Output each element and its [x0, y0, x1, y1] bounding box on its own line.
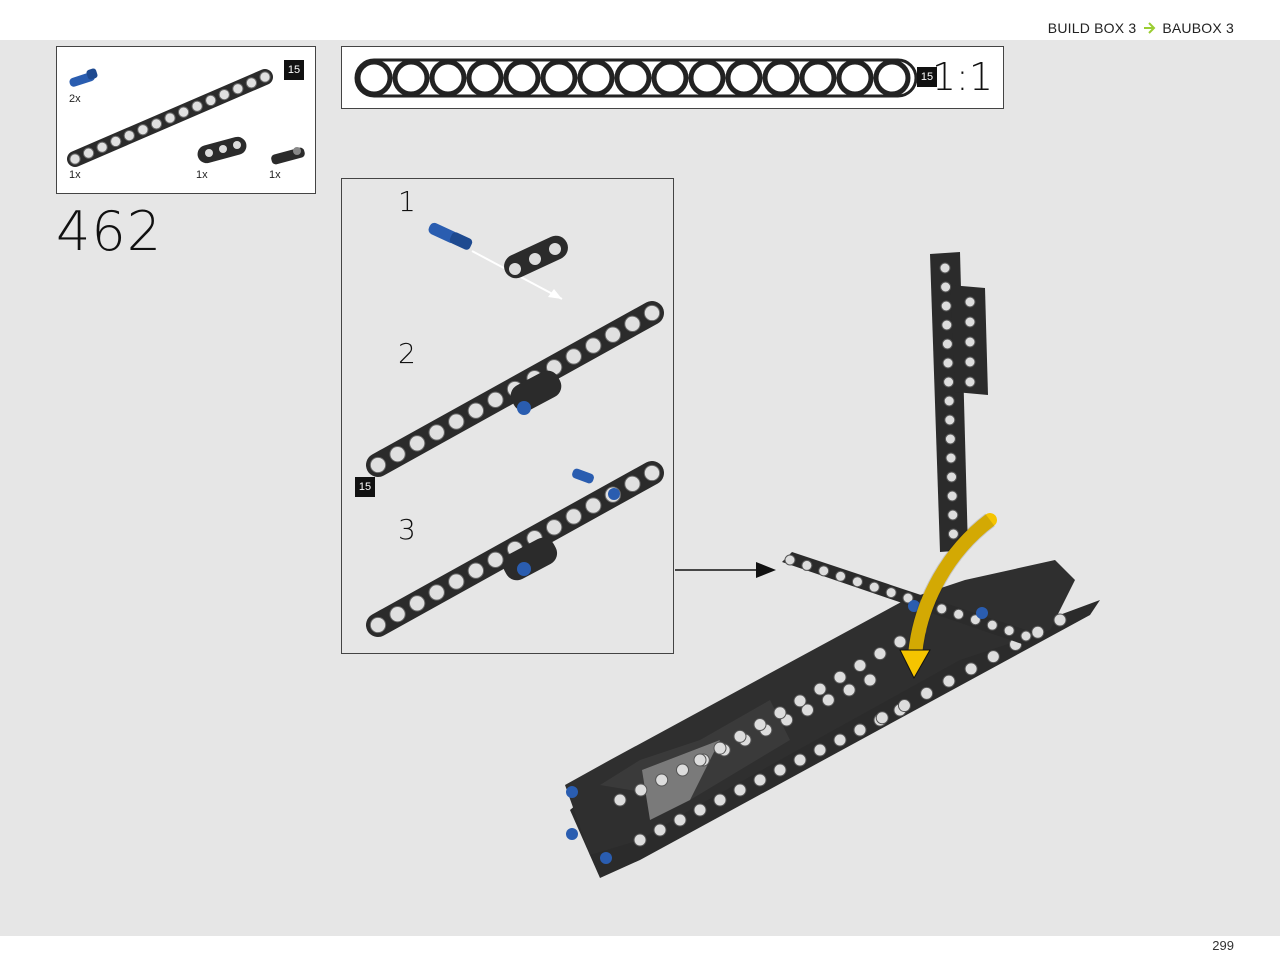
breadcrumb-build-box: BUILD BOX 3 — [1047, 20, 1137, 36]
ruler-hole — [429, 59, 467, 97]
chassis-assembly — [565, 560, 1100, 878]
length-badge: 15 — [284, 60, 304, 80]
main-illustration — [565, 252, 1100, 878]
upright-beam — [930, 252, 988, 552]
chevron-right-icon — [1144, 22, 1156, 34]
blue-axle-pin-icon — [69, 68, 98, 87]
ruler-hole — [355, 59, 393, 97]
ruler-hole — [466, 59, 504, 97]
part-qty-beam: 1x — [69, 169, 81, 181]
breadcrumb: BUILD BOX 3 BAUBOX 3 — [1048, 20, 1234, 36]
ruler-hole — [651, 59, 689, 97]
black-axle-connector-icon — [271, 147, 305, 165]
ruler-length-badge: 15 — [917, 67, 937, 87]
new-liftarm — [782, 552, 1032, 644]
parts-illustration — [67, 68, 305, 167]
sub-step-2: 2 — [398, 337, 416, 370]
sub-assembly-illustration — [366, 222, 664, 637]
ruler-holes — [354, 58, 918, 98]
instruction-canvas: 2x 1x 1x 1x 15 462 15 1:1 1 2 3 15 — [0, 40, 1280, 936]
black-liftarm-3-icon — [197, 136, 247, 164]
page-header: BUILD BOX 3 BAUBOX 3 — [0, 0, 1280, 40]
black-liftarm-15-icon — [67, 69, 273, 167]
scale-label: 1:1 — [931, 55, 993, 99]
ruler-hole — [762, 59, 800, 97]
sub-step-3-illustration — [366, 461, 664, 637]
ruler-hole — [836, 59, 874, 97]
page-footer: 299 — [0, 936, 1280, 974]
breadcrumb-baubox: BAUBOX 3 — [1162, 20, 1234, 36]
ruler-hole — [873, 59, 911, 97]
sub-step-3: 3 — [398, 513, 416, 546]
parts-callout: 2x 1x 1x 1x 15 — [56, 46, 316, 194]
scale-ruler: 15 1:1 — [341, 46, 1004, 109]
sub-step-1: 1 — [398, 185, 416, 218]
ruler-hole — [503, 59, 541, 97]
ruler-hole — [688, 59, 726, 97]
step-number: 462 — [56, 200, 163, 263]
sub-step-2-illustration — [366, 301, 664, 477]
sub-step-1-illustration — [428, 222, 568, 300]
ruler-hole — [392, 59, 430, 97]
ruler-hole — [799, 59, 837, 97]
ruler-hole — [540, 59, 578, 97]
ruler-hole — [614, 59, 652, 97]
part-qty-pin: 2x — [69, 93, 81, 105]
rotation-arrow — [899, 513, 997, 680]
part-qty-short-beam: 1x — [196, 169, 208, 181]
callout-arrow — [675, 562, 776, 578]
ruler-hole — [725, 59, 763, 97]
ruler-hole — [577, 59, 615, 97]
sub-assembly-callout: 1 2 3 15 — [341, 178, 674, 654]
page-number: 299 — [1212, 938, 1234, 953]
part-qty-connector: 1x — [269, 169, 281, 181]
sub-length-badge: 15 — [355, 477, 375, 497]
